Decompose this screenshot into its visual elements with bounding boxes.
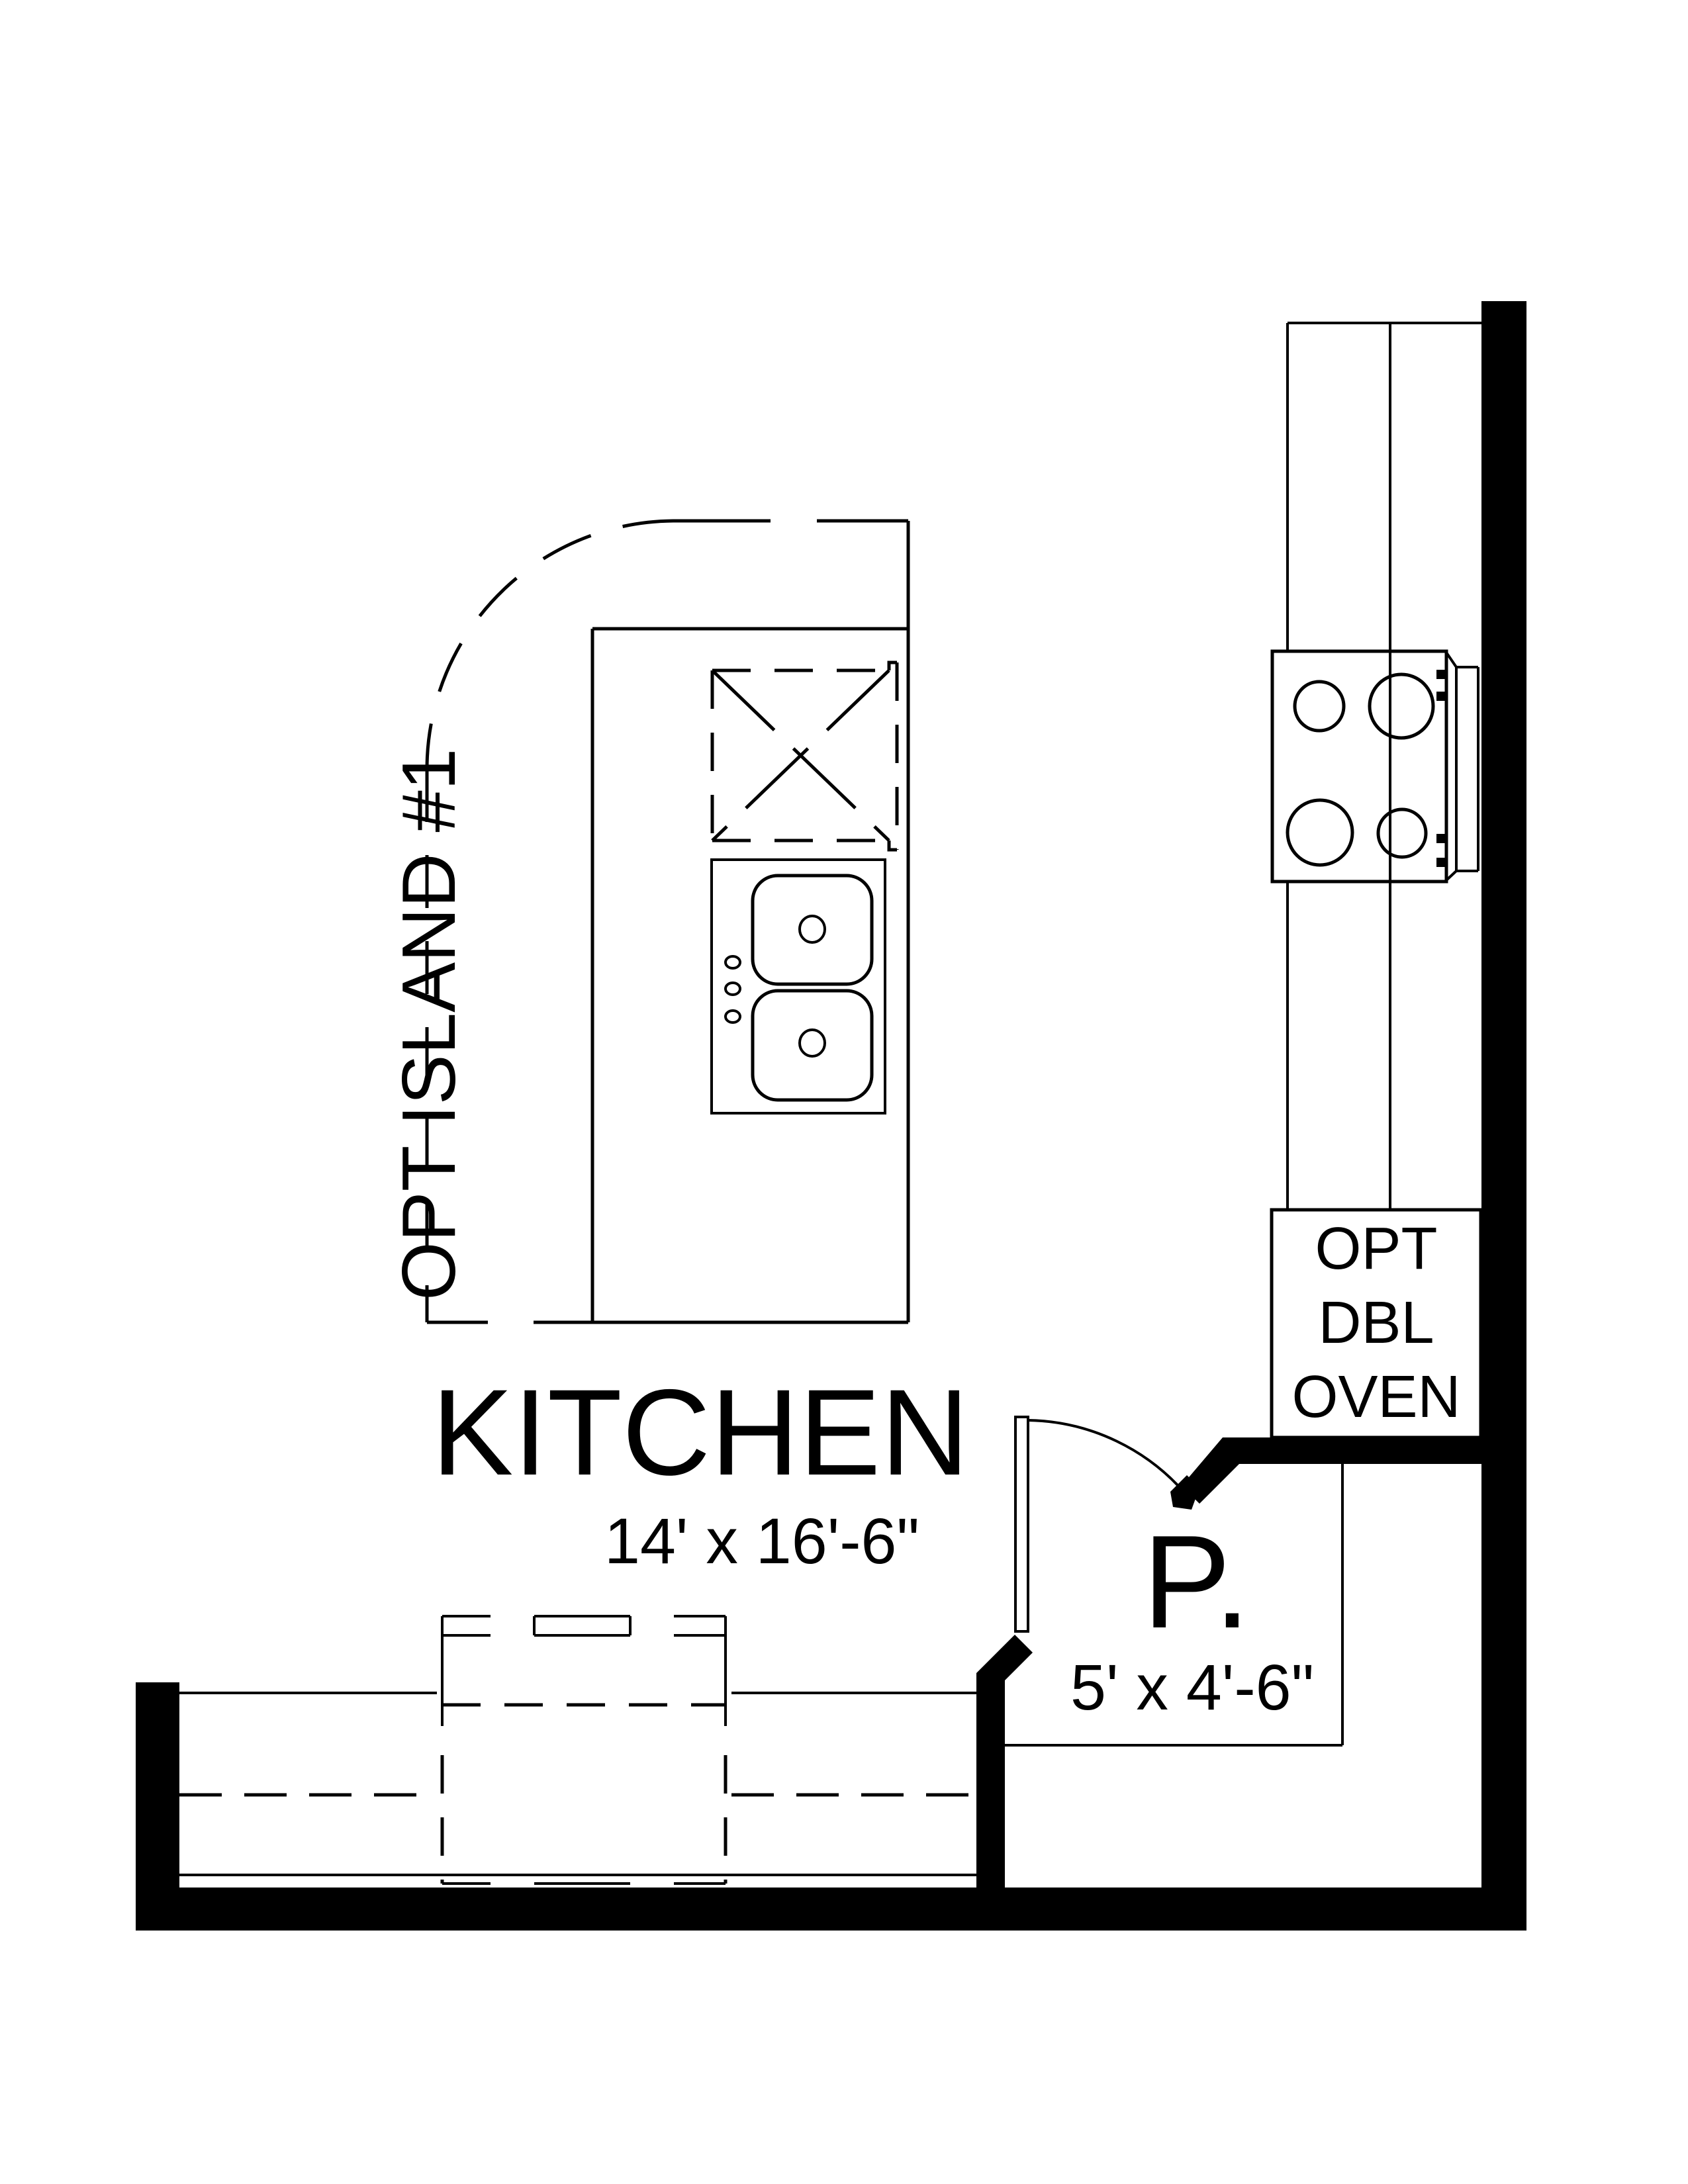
pantry-label: P.	[1143, 1508, 1250, 1656]
optional-island-outline: OPT ISLAND #1	[387, 519, 908, 1324]
burner-top-left	[1293, 680, 1346, 733]
pantry: P. 5' x 4'-6"	[1005, 1464, 1344, 1747]
cooktop-knobs	[1436, 670, 1446, 867]
walls	[136, 301, 1526, 1931]
bottom-exterior-wall	[136, 1888, 1526, 1931]
x-box-notch-top	[887, 660, 897, 670]
sink-basin-lower	[751, 989, 874, 1102]
left-wall-stub	[136, 1682, 179, 1907]
oven-label-line3: OVEN	[1291, 1364, 1460, 1430]
sink-drain-lower	[798, 1028, 826, 1058]
right-counter	[1286, 322, 1481, 1210]
oven-label-line1: OPT	[1315, 1216, 1437, 1282]
pantry-left-wall	[976, 1635, 1033, 1888]
range-back-strip	[442, 1615, 726, 1637]
sink-drain-upper	[798, 915, 826, 944]
cooktop	[1270, 649, 1479, 884]
cooktop-control-strip	[1445, 651, 1479, 882]
burner-bottom-right	[1376, 807, 1428, 859]
burner-top-right	[1368, 672, 1435, 740]
right-exterior-wall	[1481, 301, 1526, 1931]
door-swing-arc	[1027, 1419, 1190, 1498]
double-oven: OPT DBL OVEN	[1270, 1208, 1483, 1439]
cooktop-body	[1270, 649, 1448, 884]
opt-island-corner-arc	[425, 519, 676, 770]
room-title: KITCHEN	[432, 1365, 969, 1501]
pantry-dimensions: 5' x 4'-6"	[1070, 1651, 1314, 1723]
pantry-door	[1014, 1416, 1190, 1633]
room-labels: KITCHEN 14' x 16'-6"	[432, 1365, 969, 1577]
opt-island-label: OPT ISLAND #1	[387, 749, 471, 1300]
island-outline	[534, 521, 910, 1324]
range	[440, 1615, 727, 1885]
oven-cabinet-box	[1270, 1208, 1483, 1439]
oven-label-line2: DBL	[1318, 1290, 1434, 1356]
sink-rim	[710, 858, 886, 1115]
island	[534, 521, 910, 1324]
island-sink	[710, 858, 886, 1115]
burner-bottom-left	[1286, 798, 1354, 867]
pantry-top-wall	[1182, 1437, 1481, 1504]
island-x-box	[710, 660, 899, 852]
x-box-notch-bottom	[887, 841, 897, 852]
door-leaf	[1014, 1416, 1029, 1633]
faucet-holes	[724, 955, 741, 1024]
room-dimensions: 14' x 16'-6"	[604, 1505, 919, 1577]
base-cabinets	[179, 1692, 976, 1876]
sink-basin-upper	[751, 874, 874, 986]
x-box-diagonals	[711, 669, 890, 842]
